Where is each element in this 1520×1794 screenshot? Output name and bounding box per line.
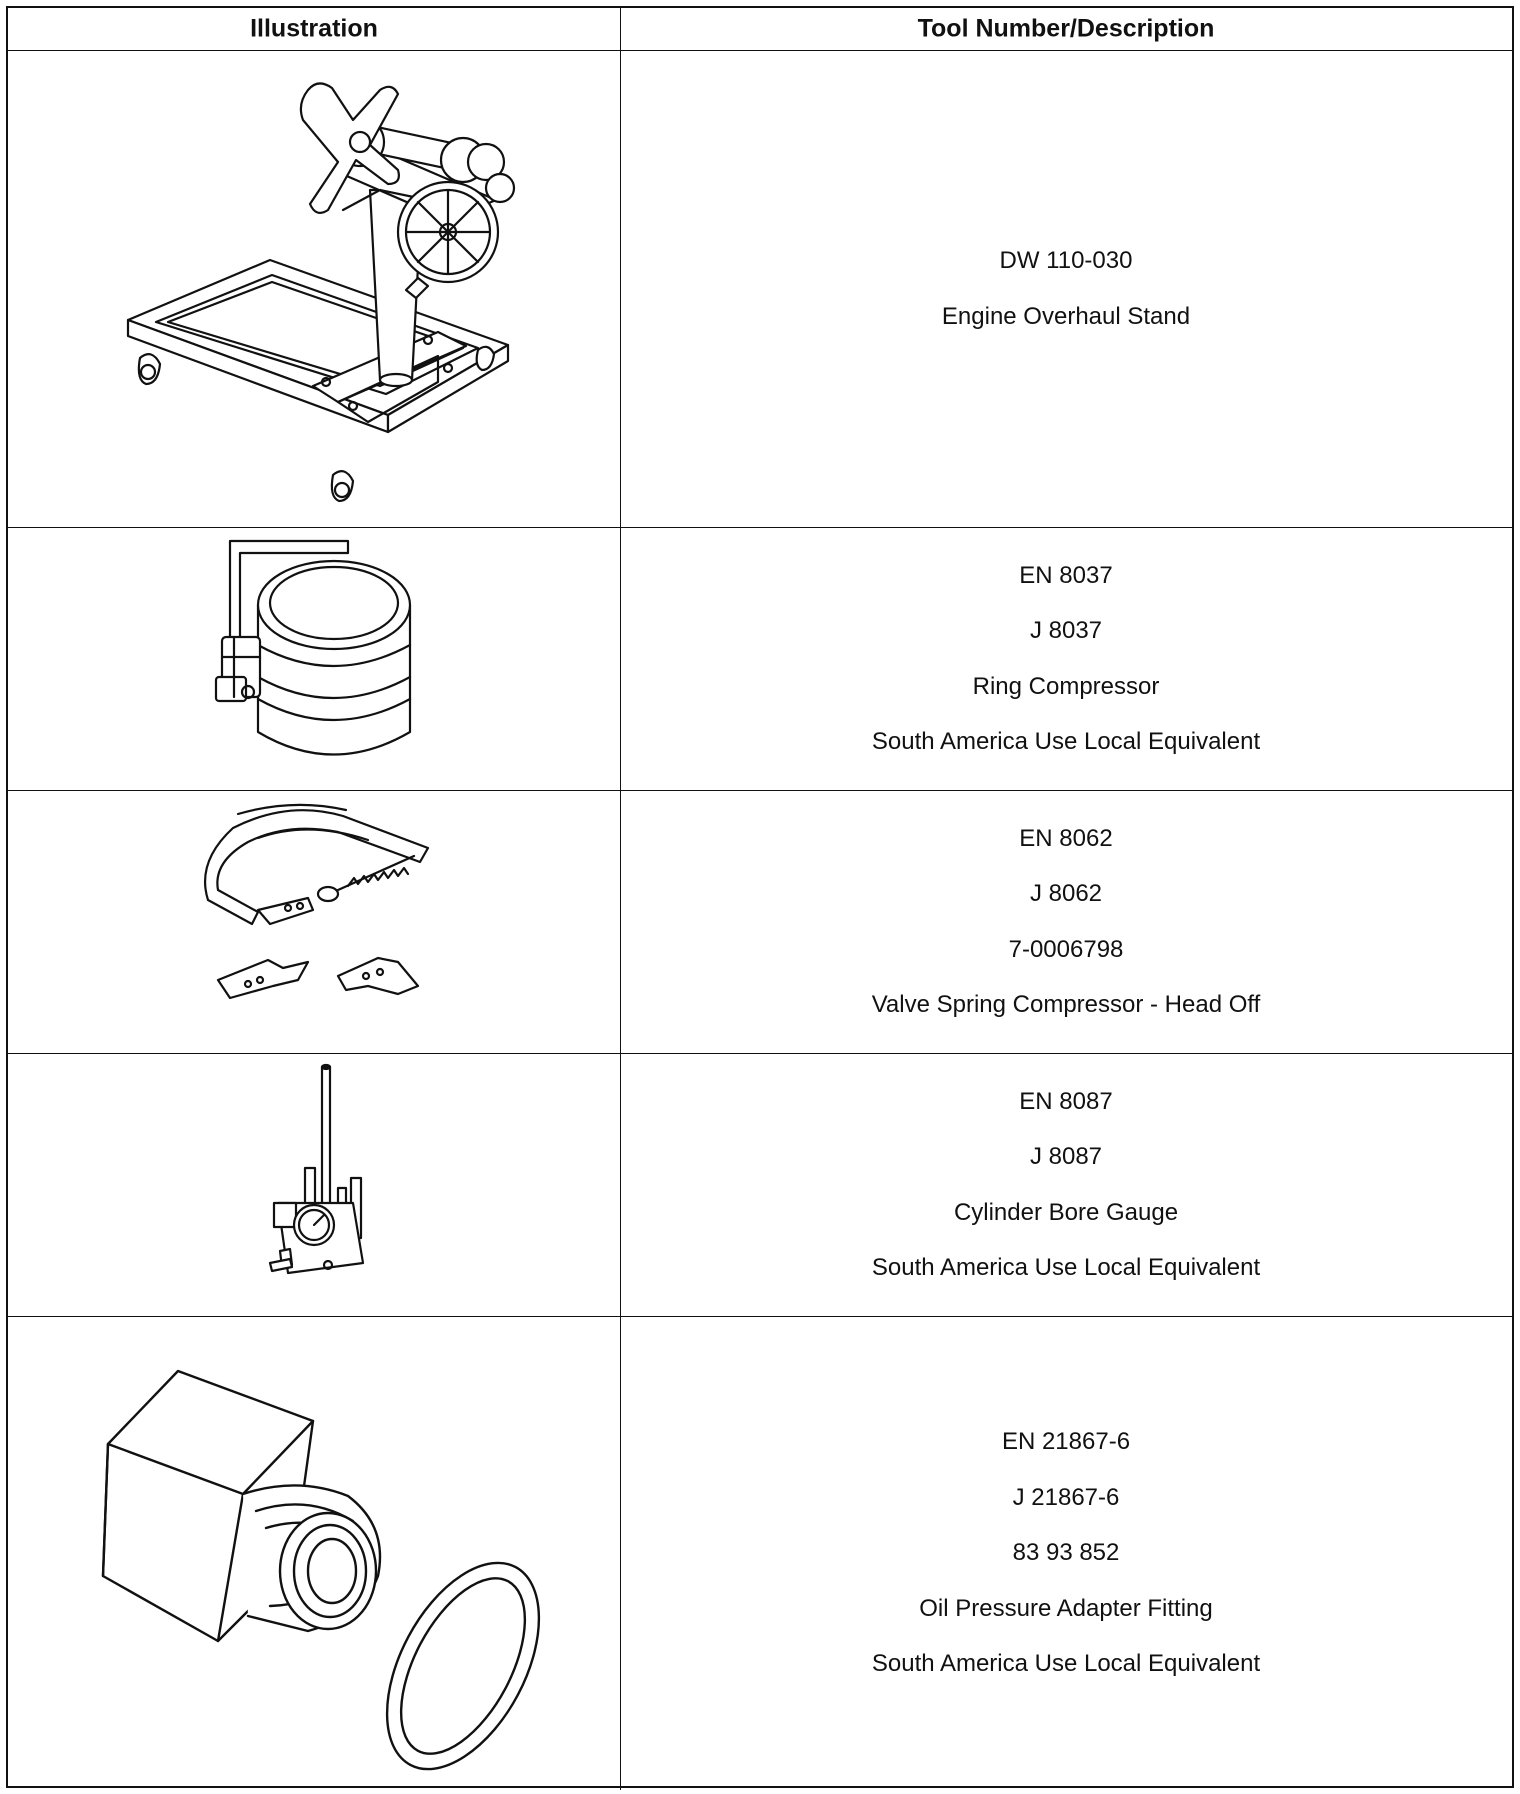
tool-number: EN 8087 (1019, 1087, 1113, 1115)
tool-description: Engine Overhaul Stand (941, 302, 1191, 330)
description-cell: DW 110-030 Engine Overhaul Stand (620, 50, 1512, 527)
illustration-cell (8, 1053, 621, 1316)
cylinder-bore-gauge-icon (8, 1053, 620, 1316)
valve-spring-compressor-icon (8, 790, 620, 1053)
table-row: EN 8087 J 8087 Cylinder Bore Gauge South… (8, 1053, 1512, 1317)
tool-number: J 8037 (1029, 617, 1103, 644)
header-cell-illustration: Illustration (8, 8, 621, 50)
description-cell: EN 8087 J 8087 Cylinder Bore Gauge South… (620, 1053, 1512, 1316)
tool-description: Cylinder Bore Gauge (953, 1198, 1179, 1226)
table-header-row: Illustration Tool Number/Description (8, 8, 1512, 51)
table-row: EN 21867-6 J 21867-6 83 93 852 Oil Press… (8, 1316, 1512, 1790)
tool-number: EN 8062 (1019, 824, 1113, 852)
tool-note: South America Use Local Equivalent (871, 1254, 1261, 1281)
description-cell: EN 8037 J 8037 Ring Compressor South Ame… (620, 527, 1512, 790)
description-cell: EN 8062 J 8062 7-0006798 Valve Spring Co… (620, 790, 1512, 1053)
illustration-cell (8, 790, 621, 1053)
tool-description: Valve Spring Compressor - Head Off (871, 991, 1261, 1018)
tool-number: EN 8037 (1019, 561, 1113, 589)
tool-description: Oil Pressure Adapter Fitting (919, 1594, 1213, 1622)
tool-table: Illustration Tool Number/Description (6, 6, 1514, 1790)
table-row: EN 8037 J 8037 Ring Compressor South Ame… (8, 527, 1512, 791)
tool-number: 83 93 852 (1012, 1539, 1120, 1567)
engine-overhaul-stand-icon (8, 50, 620, 527)
tool-number: 7-0006798 (1008, 935, 1124, 963)
header-illustration: Illustration (250, 14, 378, 43)
illustration-cell (8, 50, 621, 527)
table-row: DW 110-030 Engine Overhaul Stand (8, 50, 1512, 528)
tool-note: South America Use Local Equivalent (871, 728, 1261, 755)
tool-number: EN 21867-6 (1001, 1428, 1131, 1456)
illustration-cell (8, 527, 621, 790)
header-cell-description: Tool Number/Description (620, 8, 1512, 50)
header-description: Tool Number/Description (917, 14, 1215, 43)
tool-note: South America Use Local Equivalent (871, 1650, 1261, 1678)
tool-number: DW 110-030 (999, 247, 1133, 274)
ring-compressor-icon (8, 527, 620, 790)
tool-number: J 8087 (1029, 1143, 1103, 1170)
oil-pressure-adapter-fitting-icon (8, 1316, 620, 1790)
table-row: EN 8062 J 8062 7-0006798 Valve Spring Co… (8, 790, 1512, 1054)
description-cell: EN 21867-6 J 21867-6 83 93 852 Oil Press… (620, 1316, 1512, 1790)
tool-number: J 21867-6 (1012, 1483, 1120, 1511)
tool-number: J 8062 (1029, 880, 1103, 907)
tool-description: Ring Compressor (972, 672, 1160, 700)
illustration-cell (8, 1316, 621, 1790)
